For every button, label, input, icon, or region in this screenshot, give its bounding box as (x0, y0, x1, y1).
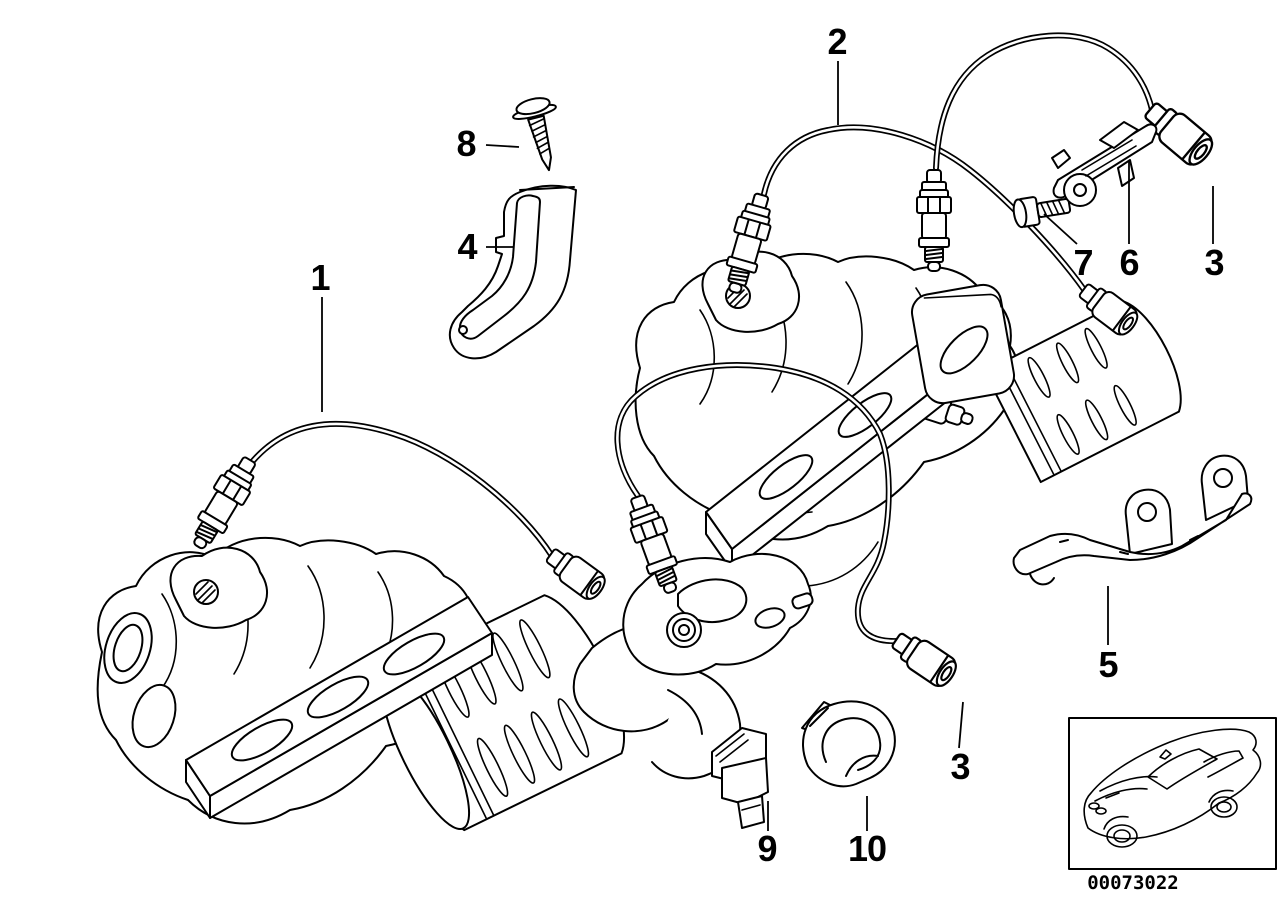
callout-leader-line (1043, 213, 1078, 245)
support-bracket-5 (1012, 454, 1253, 586)
cable-guard-bracket-4 (448, 184, 577, 360)
connector-plug-3-lower (886, 625, 962, 692)
catalyst-ribs (438, 619, 590, 798)
car-inset: 00073022 (1068, 717, 1277, 894)
exhaust-port (131, 683, 177, 749)
part-callout-10[interactable]: 10 (848, 796, 887, 869)
callout-number[interactable]: 7 (1073, 242, 1093, 283)
connector-plug-1 (540, 541, 611, 605)
callout-number[interactable]: 3 (950, 746, 970, 787)
mount-hole-hatched (193, 579, 219, 605)
centre-sensor-cable (614, 362, 901, 645)
callout-number[interactable]: 2 (827, 21, 847, 62)
car-icon (1083, 728, 1262, 848)
lambda-sensor-1-assembly (182, 420, 611, 605)
callout-number[interactable]: 6 (1119, 242, 1139, 283)
lambda-sensor-rear (916, 169, 952, 272)
flange-stud (791, 592, 814, 610)
callout-number[interactable]: 1 (310, 257, 331, 298)
callout-number[interactable]: 3 (1204, 242, 1224, 283)
callout-layer: 1 2 3 3 4 5 67 8 9 10 (310, 21, 1225, 869)
flange-oval-hole (754, 607, 786, 629)
front-flange-bar (185, 596, 493, 819)
part-callout-1[interactable]: 1 (310, 257, 331, 412)
callout-leader-line (485, 144, 520, 148)
rear-catalytic-converter (983, 300, 1182, 484)
part-callout-3-lower[interactable]: 3 (950, 701, 971, 787)
part-callout-6[interactable]: 6 (1119, 160, 1140, 283)
callout-number[interactable]: 9 (757, 828, 777, 869)
flange-slot (758, 454, 814, 500)
part-callout-5[interactable]: 5 (1098, 586, 1119, 685)
drawing-number: 00073022 (1087, 872, 1179, 894)
rear-flange-bar (705, 283, 1016, 572)
front-exhaust-manifold (96, 536, 482, 825)
part-callout-7[interactable]: 7 (1043, 213, 1094, 283)
part-callout-3-upper[interactable]: 3 (1204, 186, 1225, 283)
callout-leader-line (958, 701, 964, 749)
part-callout-9[interactable]: 9 (757, 801, 778, 869)
sensor-thread-boss (666, 612, 702, 648)
self-tapping-screw-8 (512, 97, 557, 172)
callout-number[interactable]: 8 (456, 123, 476, 164)
hex-bolt-7 (1012, 196, 1072, 229)
callout-number[interactable]: 4 (457, 226, 478, 267)
sensor-holder-bracket-6 (1051, 121, 1158, 207)
lambda-sensor-2-assembly (716, 32, 1219, 341)
retaining-clip-9 (711, 727, 769, 829)
flange-bar-end-plate (910, 283, 1016, 405)
callout-number[interactable]: 10 (848, 828, 887, 869)
flange-slot (382, 632, 446, 676)
catalyst-ribs (1027, 327, 1137, 455)
part-callout-2[interactable]: 2 (827, 21, 848, 125)
flange-slot (306, 675, 370, 719)
callout-number[interactable]: 5 (1098, 644, 1119, 685)
part-callout-4[interactable]: 4 (457, 226, 513, 267)
retaining-clip-10 (801, 700, 896, 788)
car-inset-frame (1068, 717, 1277, 870)
manifold-mount-tab (169, 546, 269, 629)
flange-slot (230, 718, 294, 762)
exhaust-port-inner (112, 623, 144, 673)
manifold-mount-tab (701, 250, 801, 333)
part-callout-8[interactable]: 8 (456, 123, 520, 164)
